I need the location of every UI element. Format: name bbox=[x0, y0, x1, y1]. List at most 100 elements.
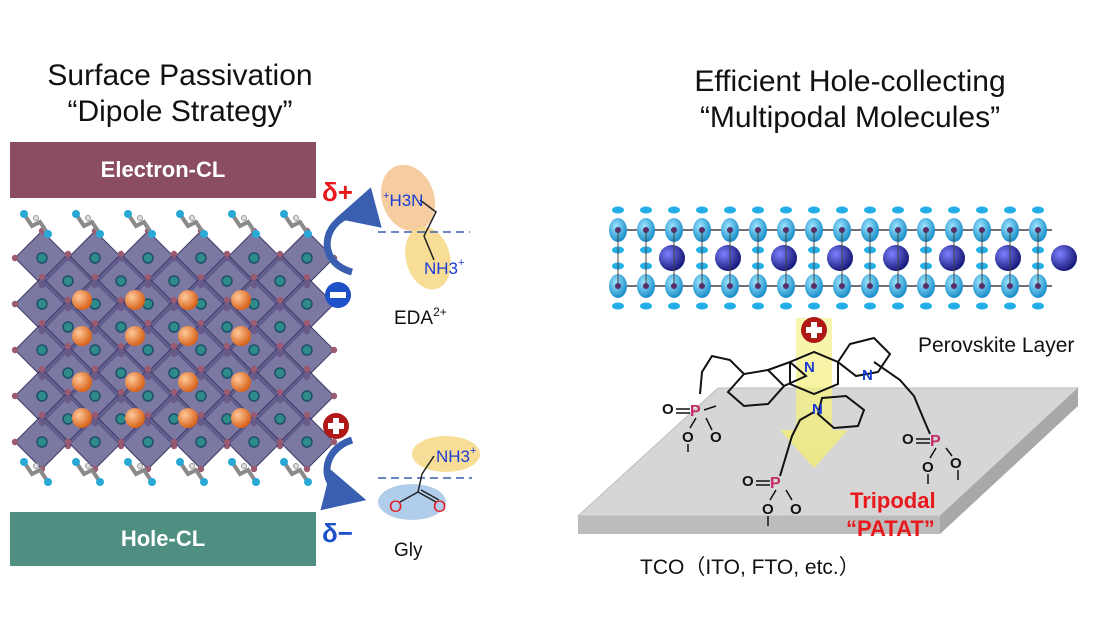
b-site-atom bbox=[36, 252, 48, 264]
hydrogen-atom bbox=[189, 215, 195, 221]
halide-atom bbox=[64, 342, 72, 350]
axial-lobe bbox=[976, 206, 988, 214]
b-site-atom bbox=[274, 367, 286, 379]
b-site-atom bbox=[89, 390, 101, 402]
nitrogen-atom bbox=[72, 458, 80, 466]
axial-lobe bbox=[752, 302, 764, 310]
eda-ligands-top bbox=[20, 210, 312, 238]
b-site-atom bbox=[62, 275, 74, 287]
b-site-atom bbox=[274, 413, 286, 425]
cation-sphere bbox=[72, 326, 92, 346]
phosphonate-left: O P O O bbox=[662, 401, 722, 452]
terminal-atom bbox=[96, 478, 104, 486]
halide-atom bbox=[250, 319, 258, 327]
phosphonate-middle: O P O O bbox=[742, 473, 802, 526]
nitrogen-atom bbox=[176, 210, 184, 218]
cation-sphere bbox=[125, 372, 145, 392]
b-site-atom bbox=[301, 436, 313, 448]
b-site-atom bbox=[142, 436, 154, 448]
plus-charge-icon bbox=[323, 413, 349, 439]
halide-atom bbox=[170, 250, 178, 258]
halide-atom bbox=[197, 411, 205, 419]
halide-atom bbox=[276, 438, 284, 446]
o-atom: O bbox=[682, 429, 694, 446]
o-atom: O bbox=[710, 429, 722, 446]
axial-lobe bbox=[808, 206, 820, 214]
electron-cl-label: Electron-CL bbox=[100, 157, 226, 182]
hydrogen-atom bbox=[189, 463, 195, 469]
halide-atom bbox=[223, 296, 231, 304]
halide-atom bbox=[250, 365, 258, 373]
axial-lobe bbox=[920, 302, 932, 310]
axial-lobe bbox=[1004, 206, 1016, 214]
carboxylate-blob bbox=[378, 484, 446, 520]
hydrogen-atom bbox=[137, 215, 143, 221]
cation-sphere bbox=[72, 290, 92, 310]
ligand-chain bbox=[74, 212, 102, 236]
left-title-line1: Surface Passivation bbox=[47, 59, 313, 92]
left-title-line2: “Dipole Strategy” bbox=[67, 95, 293, 128]
o-atom: O bbox=[922, 459, 934, 476]
b-site-atom bbox=[89, 436, 101, 448]
b-site-atom bbox=[142, 344, 154, 356]
axial-lobe bbox=[808, 302, 820, 310]
halide-atom bbox=[144, 319, 152, 327]
cation-sphere bbox=[771, 245, 797, 271]
halide-atom bbox=[250, 411, 258, 419]
terminal-atom bbox=[252, 230, 260, 238]
axial-lobe bbox=[892, 206, 904, 214]
axial-lobe bbox=[724, 302, 736, 310]
ligand-chain bbox=[178, 460, 206, 484]
o-atom: O bbox=[662, 401, 674, 418]
o-atom: O bbox=[790, 501, 802, 518]
cation-sphere bbox=[178, 290, 198, 310]
halide-atom bbox=[11, 254, 19, 262]
perovskite-lattice bbox=[609, 206, 1077, 310]
b-site-atom bbox=[195, 390, 207, 402]
b-site-atom bbox=[115, 275, 127, 287]
axial-lobe bbox=[696, 302, 708, 310]
ligand-chain bbox=[22, 460, 50, 484]
ammonium-blob-bottom bbox=[405, 226, 451, 290]
halide-atom bbox=[170, 388, 178, 396]
hydrogen-atom bbox=[241, 215, 247, 221]
axial-lobe bbox=[948, 206, 960, 214]
gly-molecule: NH3+ O O Gly bbox=[378, 436, 480, 561]
halide-atom bbox=[117, 388, 125, 396]
eda-nh3-bottom: NH3+ bbox=[424, 257, 464, 278]
b-site-atom bbox=[274, 321, 286, 333]
n-atom-3: N bbox=[812, 401, 823, 418]
hole-cl-label: Hole-CL bbox=[120, 526, 206, 551]
nitrogen-atom bbox=[228, 210, 236, 218]
halide-atom bbox=[11, 300, 19, 308]
halide-atom bbox=[276, 250, 284, 258]
halide-atom bbox=[303, 465, 311, 473]
b-site-atom bbox=[168, 367, 180, 379]
nitrogen-atom bbox=[124, 458, 132, 466]
axial-lobe bbox=[864, 206, 876, 214]
minus-charge-icon bbox=[325, 282, 351, 308]
halide-atom bbox=[197, 365, 205, 373]
halide-atom bbox=[223, 250, 231, 258]
cation-sphere bbox=[72, 408, 92, 428]
halide-atom bbox=[250, 273, 258, 281]
o-atom: O bbox=[762, 501, 774, 518]
axial-lobe bbox=[612, 302, 624, 310]
halide-atom bbox=[276, 342, 284, 350]
b-site-atom bbox=[248, 436, 260, 448]
cation-sphere bbox=[715, 245, 741, 271]
terminal-atom bbox=[200, 230, 208, 238]
gly-o-left: O bbox=[389, 497, 402, 516]
nitrogen-atom bbox=[280, 458, 288, 466]
halide-atom bbox=[303, 411, 311, 419]
axial-lobe bbox=[836, 206, 848, 214]
o-atom: O bbox=[902, 431, 914, 448]
halide-atom bbox=[303, 319, 311, 327]
cation-sphere bbox=[883, 245, 909, 271]
hydrogen-atom bbox=[85, 215, 91, 221]
cation-sphere bbox=[125, 290, 145, 310]
b-site-atom bbox=[115, 367, 127, 379]
axial-lobe bbox=[920, 206, 932, 214]
